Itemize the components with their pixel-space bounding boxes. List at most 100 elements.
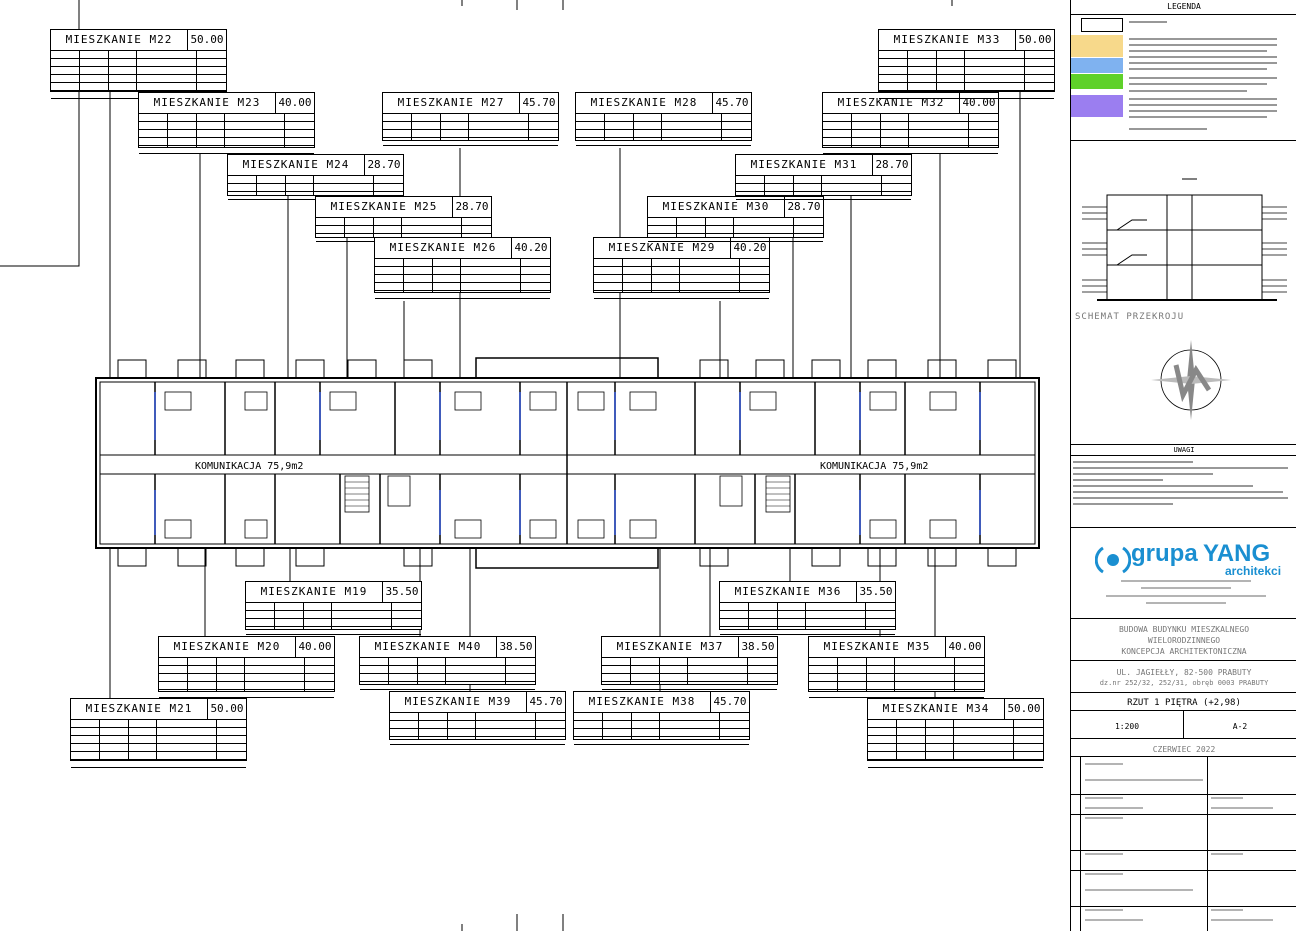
logo-subtext: architekci [1225,564,1282,578]
project-name: BUDOWA BUDYNKU MIESZKALNEGO WIELORODZINN… [1071,624,1296,657]
apartment-row [383,138,558,146]
apartment-area: 45.70 [519,93,558,113]
apartment-area: 38.50 [738,637,777,657]
apartment-row [736,184,911,192]
apartment-row [576,130,751,138]
apartment-row [823,114,998,122]
apartment-row [879,59,1054,67]
apartment-row [71,736,246,744]
apartment-table-m27: MIESZKANIE M27 45.70 [382,92,559,146]
apartment-row [648,234,823,242]
apartment-row [574,721,749,729]
apartment-area: 50.00 [207,699,246,719]
apartment-row [71,744,246,752]
apartment-title: MIESZKANIE M33 [893,33,1001,46]
apartment-row [868,760,1043,768]
apartment-row [375,267,550,275]
apartment-table-m40: MIESZKANIE M40 38.50 [359,636,536,690]
apartment-row [823,146,998,154]
apartment-area: 40.00 [945,637,984,657]
apartment-title: MIESZKANIE M31 [750,158,858,171]
apartment-area: 40.00 [295,637,334,657]
notes-title: UWAGI [1173,446,1195,454]
apartment-title: MIESZKANIE M22 [65,33,173,46]
apartment-row [823,130,998,138]
apartment-row [51,51,226,59]
apartment-row [879,51,1054,59]
apartment-row [574,729,749,737]
apartment-row [574,713,749,721]
apartment-row [51,75,226,83]
apartment-row [720,603,895,611]
logo-text-b: YANG [1203,540,1271,567]
apartment-table-m31: MIESZKANIE M31 28.70 [735,154,912,200]
apartment-row [375,275,550,283]
apartment-row [736,176,911,184]
apartment-row [246,611,421,619]
apartment-row [360,674,535,682]
apartment-title: MIESZKANIE M34 [882,702,990,715]
apartment-title: MIESZKANIE M21 [85,702,193,715]
project-address: UL. JAGIEŁŁY, 82-500 PRABUTY dz.nr 252/3… [1071,667,1296,689]
apartment-row [602,658,777,666]
apartment-title: MIESZKANIE M20 [173,640,281,653]
apartment-area: 38.50 [496,637,535,657]
apartment-title: MIESZKANIE M40 [374,640,482,653]
apartment-table-m19: MIESZKANIE M19 35.50 [245,581,422,635]
apartment-area: 35.50 [382,582,421,602]
apartment-row [879,83,1054,91]
apartment-title: MIESZKANIE M27 [397,96,505,109]
title-block: LEGENDA [1070,0,1296,931]
apartment-row [390,729,565,737]
apartment-area: 28.70 [872,155,911,175]
apartment-row [720,611,895,619]
apartment-area: 40.20 [511,238,550,258]
sheet-date: CZERWIEC 2022 [1152,745,1216,754]
apartment-row [360,682,535,690]
apartment-row [868,720,1043,728]
apartment-row [390,713,565,721]
apartment-table-m21: MIESZKANIE M21 50.00 [70,698,247,768]
apartment-row [594,267,769,275]
apartment-row [139,130,314,138]
apartment-row [375,259,550,267]
apartment-row [159,690,334,698]
apartment-row [879,67,1054,75]
sheet-title: RZUT 1 PIĘTRA (+2,98) [1127,698,1241,708]
apartment-row [602,682,777,690]
notes-text [1073,461,1288,505]
apartment-row [159,658,334,666]
apartment-row [879,91,1054,99]
apartment-row [574,737,749,745]
apartment-row [390,737,565,745]
apartment-row [736,192,911,200]
apartment-area: 28.70 [452,197,491,217]
legend [1071,15,1296,137]
logo-mark-icon [1095,546,1131,574]
apartment-row [868,752,1043,760]
apartment-row [228,176,403,184]
apartment-row [648,218,823,226]
apartment-row [809,690,984,698]
apartment-row [246,603,421,611]
project-address-2: dz.nr 252/32, 252/31, obręb 0003 PRABUTY [1099,679,1269,687]
apartment-row [576,122,751,130]
legend-swatch-blue [1071,58,1123,73]
apartment-row [51,59,226,67]
section-schema [1082,178,1287,301]
apartment-title: MIESZKANIE M32 [837,96,945,109]
apartment-row [602,674,777,682]
apartment-title: MIESZKANIE M35 [823,640,931,653]
apartment-title: MIESZKANIE M19 [260,585,368,598]
apartment-row [576,138,751,146]
company-logo: grupa YANG architekci [1095,540,1295,580]
